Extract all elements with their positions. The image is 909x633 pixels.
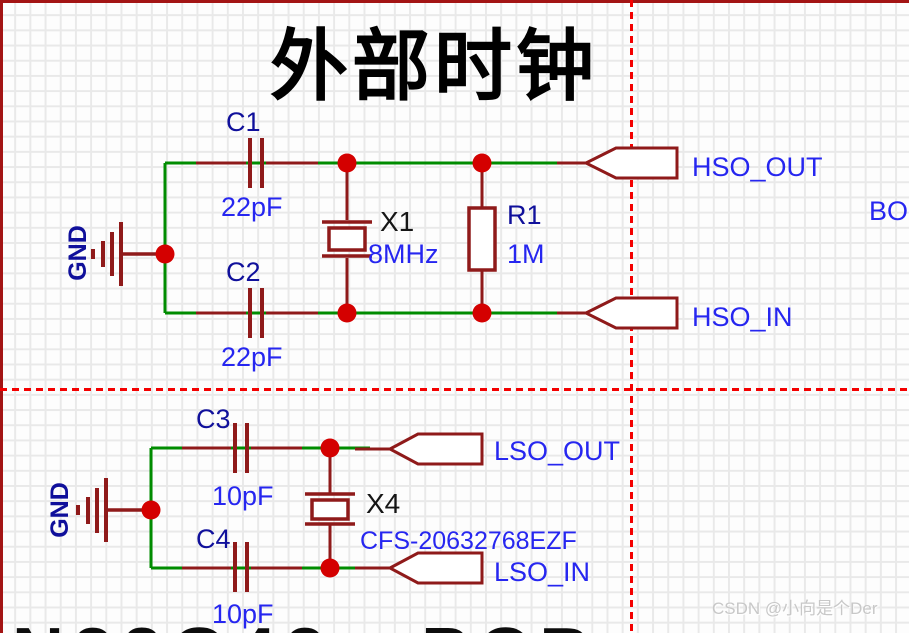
junction-dot[interactable] xyxy=(472,153,492,173)
c2-value[interactable]: 22pF xyxy=(221,342,283,372)
r1-body[interactable] xyxy=(467,206,497,272)
watermark: CSDN @小向是个Der xyxy=(712,599,878,618)
x1-body[interactable] xyxy=(327,226,367,252)
c1-designator[interactable]: C1 xyxy=(226,107,261,137)
port-hso-out-shape[interactable] xyxy=(582,146,679,180)
gnd-label-lso[interactable]: GND xyxy=(45,482,74,538)
c4-value[interactable]: 10pF xyxy=(212,599,274,629)
x1-value[interactable]: 8MHz xyxy=(368,239,439,269)
sheet-title[interactable]: 外部时钟 xyxy=(270,22,599,110)
junction-dot[interactable] xyxy=(320,438,340,458)
capacitor-c3[interactable] xyxy=(182,423,302,473)
port-hso-out[interactable] xyxy=(557,146,679,180)
port-hso-in[interactable] xyxy=(557,296,679,330)
hso-junctions[interactable] xyxy=(155,153,492,323)
port-lso-out[interactable] xyxy=(355,432,484,466)
port-label-hso-out[interactable]: HSO_OUT xyxy=(692,152,823,182)
junction-dot[interactable] xyxy=(472,303,492,323)
c4-designator[interactable]: C4 xyxy=(196,524,231,554)
capacitor-c4[interactable] xyxy=(182,542,302,592)
clipped-right-label[interactable]: BO xyxy=(869,196,909,226)
capacitor-c1[interactable] xyxy=(196,138,318,188)
port-lso-in-shape[interactable] xyxy=(386,551,484,585)
clipped-bottom-title[interactable]: N32G43 PCB xyxy=(12,616,600,633)
port-label-hso-in[interactable]: HSO_IN xyxy=(692,302,793,332)
x4-designator[interactable]: X4 xyxy=(366,488,401,519)
resistor-r1[interactable] xyxy=(467,165,497,311)
port-lso-in[interactable] xyxy=(355,551,484,585)
lso-junctions[interactable] xyxy=(141,438,340,578)
port-lso-out-shape[interactable] xyxy=(386,432,484,466)
c3-designator[interactable]: C3 xyxy=(196,404,231,434)
x1-designator[interactable]: X1 xyxy=(380,206,415,237)
gnd-symbol-hso[interactable] xyxy=(91,222,165,286)
port-label-lso-in[interactable]: LSO_IN xyxy=(494,557,591,587)
r1-value[interactable]: 1M xyxy=(507,239,545,269)
c1-value[interactable]: 22pF xyxy=(221,192,283,222)
crystal-x1[interactable] xyxy=(322,165,372,311)
junction-dot[interactable] xyxy=(155,244,175,264)
junction-dot[interactable] xyxy=(141,500,161,520)
capacitor-c2[interactable] xyxy=(196,288,318,338)
c3-value[interactable]: 10pF xyxy=(212,481,274,511)
crystal-x4[interactable] xyxy=(305,450,355,566)
junction-dot[interactable] xyxy=(337,153,357,173)
c2-designator[interactable]: C2 xyxy=(226,257,261,287)
junction-dot[interactable] xyxy=(337,303,357,323)
gnd-symbol-lso[interactable] xyxy=(76,478,151,542)
r1-designator[interactable]: R1 xyxy=(507,200,542,230)
port-hso-in-shape[interactable] xyxy=(582,296,679,330)
port-label-lso-out[interactable]: LSO_OUT xyxy=(494,436,621,466)
x4-body[interactable] xyxy=(310,498,350,521)
x4-value[interactable]: CFS-20632768EZF xyxy=(360,527,577,555)
gnd-label-hso[interactable]: GND xyxy=(63,225,92,281)
junction-dot[interactable] xyxy=(320,558,340,578)
